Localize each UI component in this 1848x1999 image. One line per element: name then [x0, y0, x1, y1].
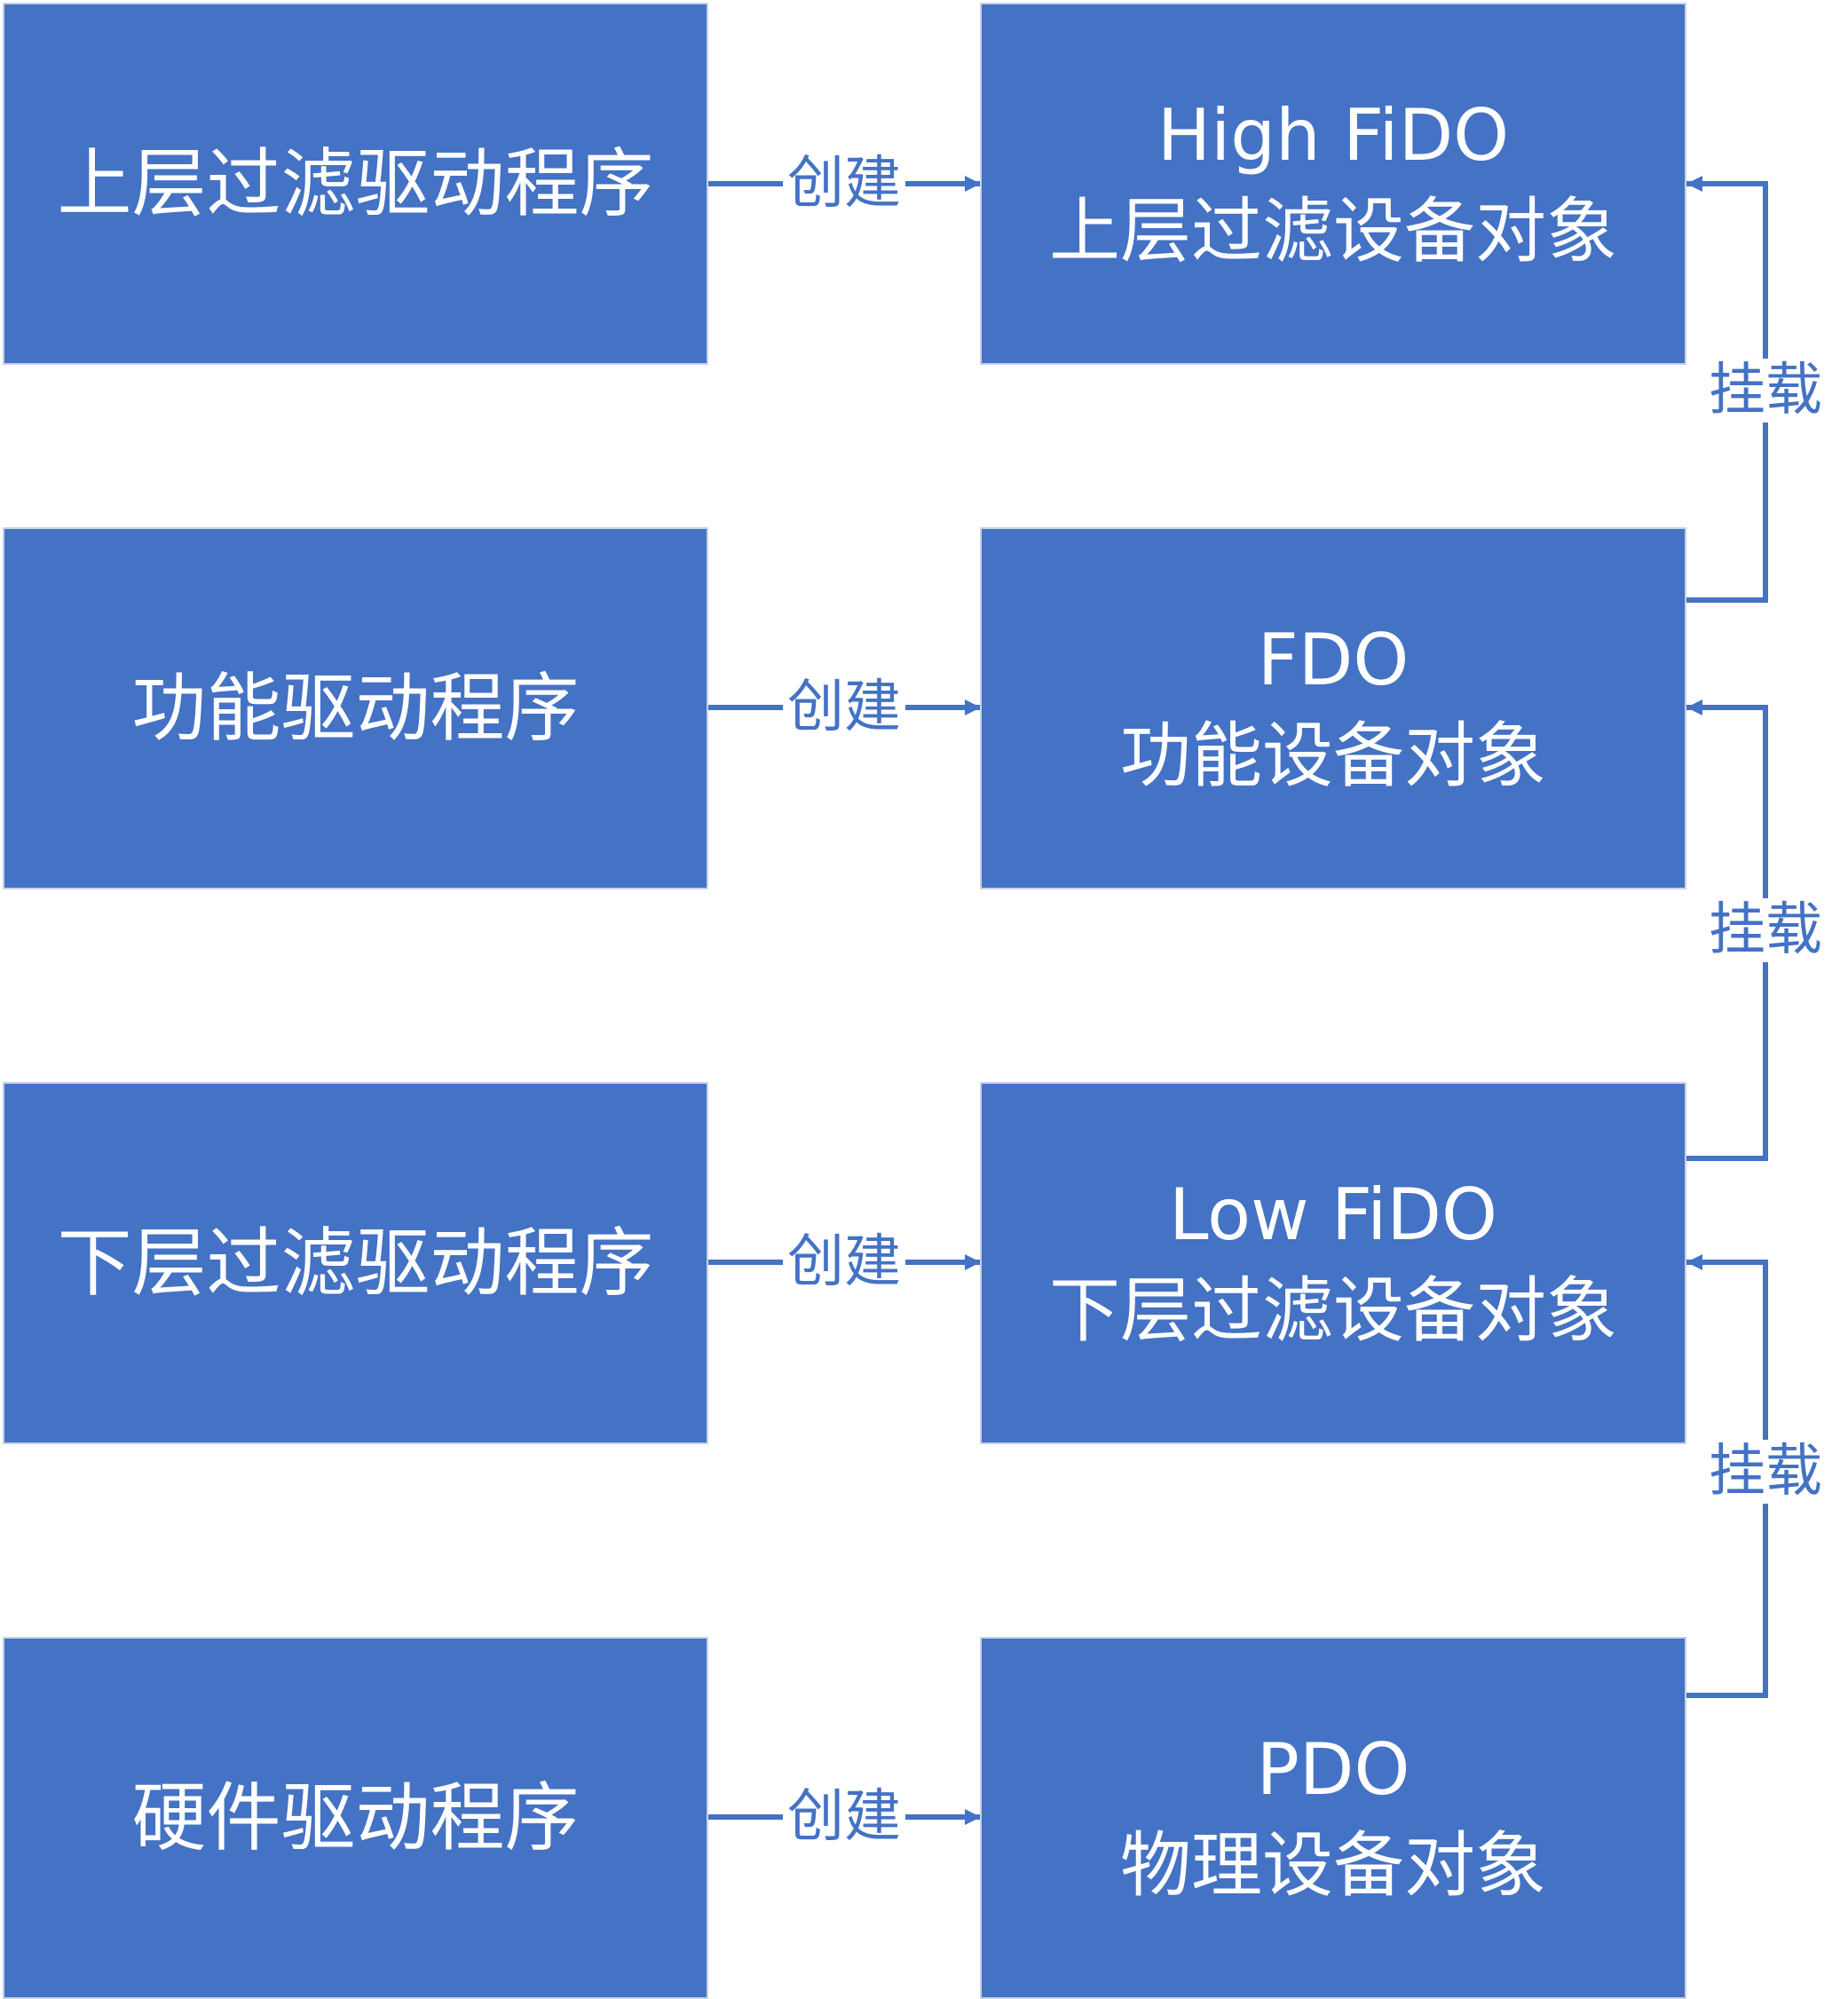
pdo-desc: 物理设备对象 [1120, 1824, 1546, 1907]
attach-label-1: 挂载 [1704, 359, 1827, 423]
high-fido-name: High FiDO [1157, 94, 1510, 177]
pdo-box: PDO 物理设备对象 [980, 1637, 1686, 1999]
low-fido-name: Low FiDO [1169, 1173, 1497, 1256]
low-fido-desc: 下层过滤设备对象 [1049, 1269, 1617, 1352]
hardware-driver-label: 硬件驱动程序 [131, 1774, 580, 1861]
high-fido-desc: 上层过滤设备对象 [1049, 190, 1617, 273]
upper-filter-driver-label: 上层过滤驱动程序 [57, 140, 654, 227]
attach-label-2: 挂载 [1704, 898, 1827, 962]
fdo-desc: 功能设备对象 [1120, 715, 1546, 797]
function-driver-label: 功能驱动程序 [131, 665, 580, 752]
attach-label-3: 挂载 [1704, 1440, 1827, 1504]
create-label-1: 创建 [783, 152, 905, 216]
create-label-2: 创建 [783, 676, 905, 739]
pdo-name: PDO [1256, 1728, 1410, 1811]
fdo-name: FDO [1257, 619, 1410, 701]
hardware-driver-box: 硬件驱动程序 [3, 1637, 708, 1999]
lower-filter-driver-box: 下层过滤驱动程序 [3, 1082, 708, 1444]
function-driver-box: 功能驱动程序 [3, 527, 708, 889]
create-label-3: 创建 [783, 1230, 905, 1294]
low-fido-box: Low FiDO 下层过滤设备对象 [980, 1082, 1686, 1444]
create-label-4: 创建 [783, 1785, 905, 1849]
fdo-box: FDO 功能设备对象 [980, 527, 1686, 889]
high-fido-box: High FiDO 上层过滤设备对象 [980, 3, 1686, 365]
lower-filter-driver-label: 下层过滤驱动程序 [57, 1220, 654, 1307]
upper-filter-driver-box: 上层过滤驱动程序 [3, 3, 708, 365]
